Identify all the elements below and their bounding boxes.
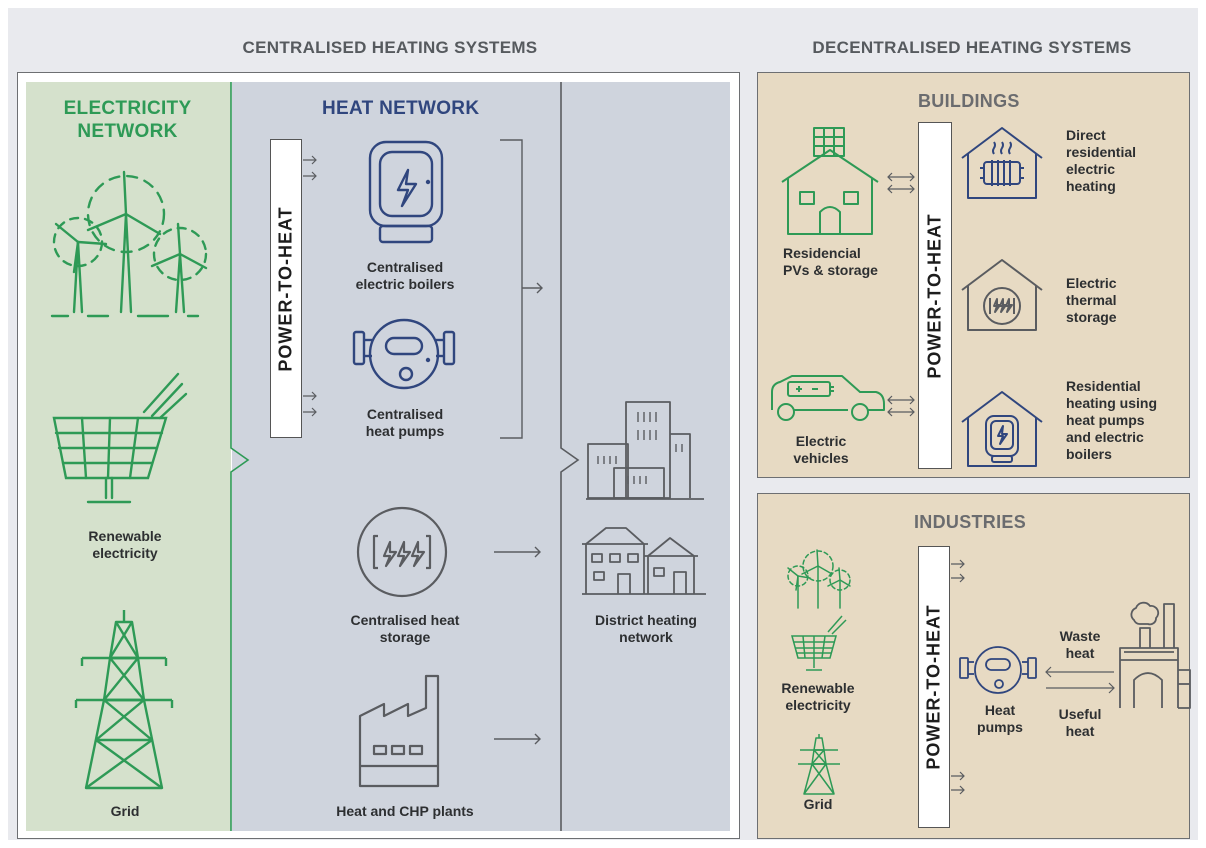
electric-boiler-icon [368, 140, 444, 244]
centralised-boilers-label: Centralised electric boilers [355, 259, 455, 292]
electric-car-icon [771, 375, 885, 421]
district-column [562, 82, 730, 831]
electric-vehicles-label: Electric vehicles [793, 433, 849, 466]
heat-bracket [500, 139, 543, 439]
storage-house-icon [961, 259, 1043, 331]
power-to-heat-buildings-label: POWER-TO-HEAT [924, 212, 945, 379]
heat-pump-icon [352, 318, 456, 390]
houses-icon [582, 527, 706, 595]
pv-house-icon [781, 127, 879, 235]
industry-heat-pumps-label: Heat pumps [977, 702, 1023, 735]
heat-exchange-arrows [1045, 666, 1115, 694]
heat-storage-icon [356, 506, 448, 598]
industries-grid-label: Grid [803, 796, 833, 812]
electricity-network-title: ELECTRICITY NETWORK [63, 98, 192, 142]
grid-label: Grid [110, 803, 140, 819]
storage-arrow [494, 546, 541, 558]
boiler-house-icon [961, 391, 1043, 467]
power-to-heat-industries: POWER-TO-HEAT [918, 546, 950, 828]
pylon-icon [74, 610, 174, 790]
buildings-title: BUILDINGS [918, 91, 1020, 111]
residential-heatpump-label: Residential heating using heat pumps and… [1066, 378, 1157, 462]
small-wind-turbines-icon [787, 549, 851, 609]
industry-plant-icon [1119, 601, 1191, 709]
industries-p2h-arrows [951, 559, 965, 795]
pv-exchange-arrows [887, 172, 915, 194]
small-solar-panel-icon [791, 615, 847, 671]
industry-heat-pump-icon [959, 646, 1037, 694]
small-pylon-icon [798, 734, 840, 795]
direct-heating-label: Direct residential electric heating [1066, 127, 1137, 194]
heat-network-title: HEAT NETWORK [322, 98, 480, 119]
power-to-heat-industries-label: POWER-TO-HEAT [923, 604, 944, 770]
centralised-header: CENTRALISED HEATING SYSTEMS [242, 38, 538, 57]
heat-chp-plants-label: Heat and CHP plants [336, 803, 474, 819]
power-to-heat-central: POWER-TO-HEAT [270, 139, 302, 438]
chp-arrow [494, 733, 541, 745]
centralised-heat-storage-label: Centralised heat storage [350, 612, 460, 645]
electric-thermal-storage-label: Electric thermal storage [1066, 275, 1117, 325]
decentralised-header: DECENTRALISED HEATING SYSTEMS [812, 38, 1132, 57]
centralised-heat-pumps-label: Centralised heat pumps [365, 406, 445, 439]
power-to-heat-arrows [303, 155, 317, 417]
electricity-network-column [26, 82, 231, 831]
factory-icon [358, 674, 440, 788]
ev-exchange-arrows [887, 395, 915, 417]
industries-renewable-label: Renewable electricity [781, 680, 855, 713]
renewable-electricity-label: Renewable electricity [88, 528, 162, 561]
industries-panel [757, 493, 1190, 839]
power-to-heat-central-label: POWER-TO-HEAT [275, 205, 296, 372]
power-to-heat-buildings: POWER-TO-HEAT [918, 122, 952, 469]
useful-heat-label: Useful heat [1058, 706, 1102, 739]
wind-turbines-icon [50, 170, 208, 318]
solar-panel-icon [52, 372, 188, 504]
waste-heat-label: Waste heat [1059, 628, 1101, 661]
residential-pvs-label: Residencial PVs & storage [783, 245, 878, 278]
radiator-house-icon [961, 127, 1043, 199]
city-buildings-icon [586, 401, 704, 500]
industries-title: INDUSTRIES [914, 512, 1027, 532]
district-heating-label: District heating network [595, 612, 697, 645]
